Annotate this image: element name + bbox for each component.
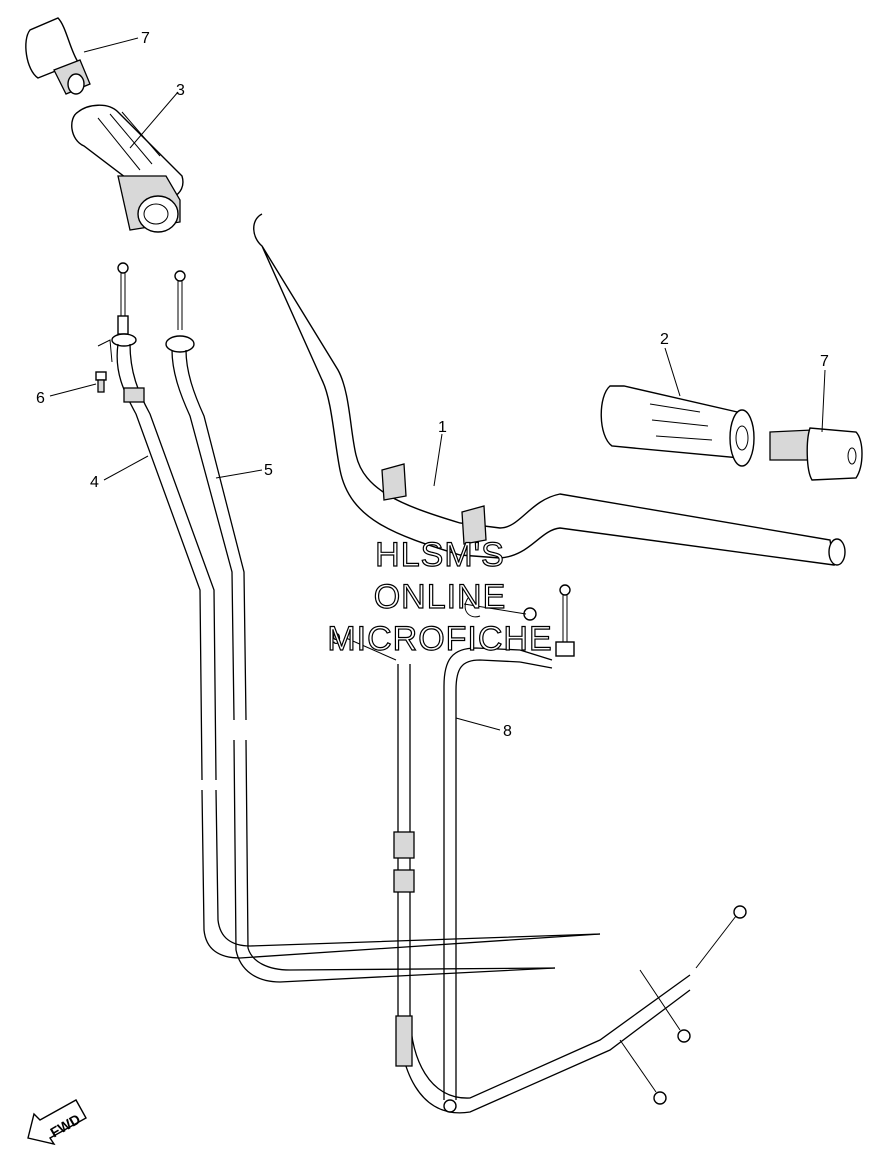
cable-4[interactable] [111, 262, 601, 959]
callout-4: 4 [90, 474, 99, 491]
callout-leaders [49, 37, 826, 731]
grip-end-left[interactable] [25, 17, 91, 95]
watermark-line-1: HLSM'S [375, 536, 505, 574]
grip-right[interactable] [600, 385, 755, 467]
grip-end-right[interactable] [769, 427, 863, 481]
fwd-arrow: FWD [27, 1099, 87, 1146]
handlebar[interactable] [253, 213, 846, 566]
watermark-line-3: MICROFICHE [327, 620, 552, 658]
callout-6: 6 [36, 390, 45, 407]
watermark-line-2: ONLINE [374, 578, 507, 616]
callout-3: 3 [176, 82, 185, 99]
callout-7-left: 7 [141, 30, 150, 47]
watermark: HLSM'S ONLINE MICROFICHE [327, 535, 553, 658]
cable-8[interactable] [443, 584, 667, 1113]
callout-9: 9 [332, 631, 341, 648]
cable-9[interactable] [393, 664, 747, 1114]
callout-2: 2 [660, 331, 669, 348]
cable-5[interactable] [165, 270, 556, 983]
screw[interactable] [95, 339, 113, 393]
callout-labels: 7 3 2 7 1 6 4 5 9 8 [36, 30, 829, 740]
callout-1: 1 [438, 419, 447, 436]
callout-8: 8 [503, 723, 512, 740]
callout-5: 5 [264, 462, 273, 479]
grip-left-assembly[interactable] [71, 104, 184, 233]
callout-7-right: 7 [820, 353, 829, 370]
handlebar-clamp-marks [381, 463, 487, 545]
